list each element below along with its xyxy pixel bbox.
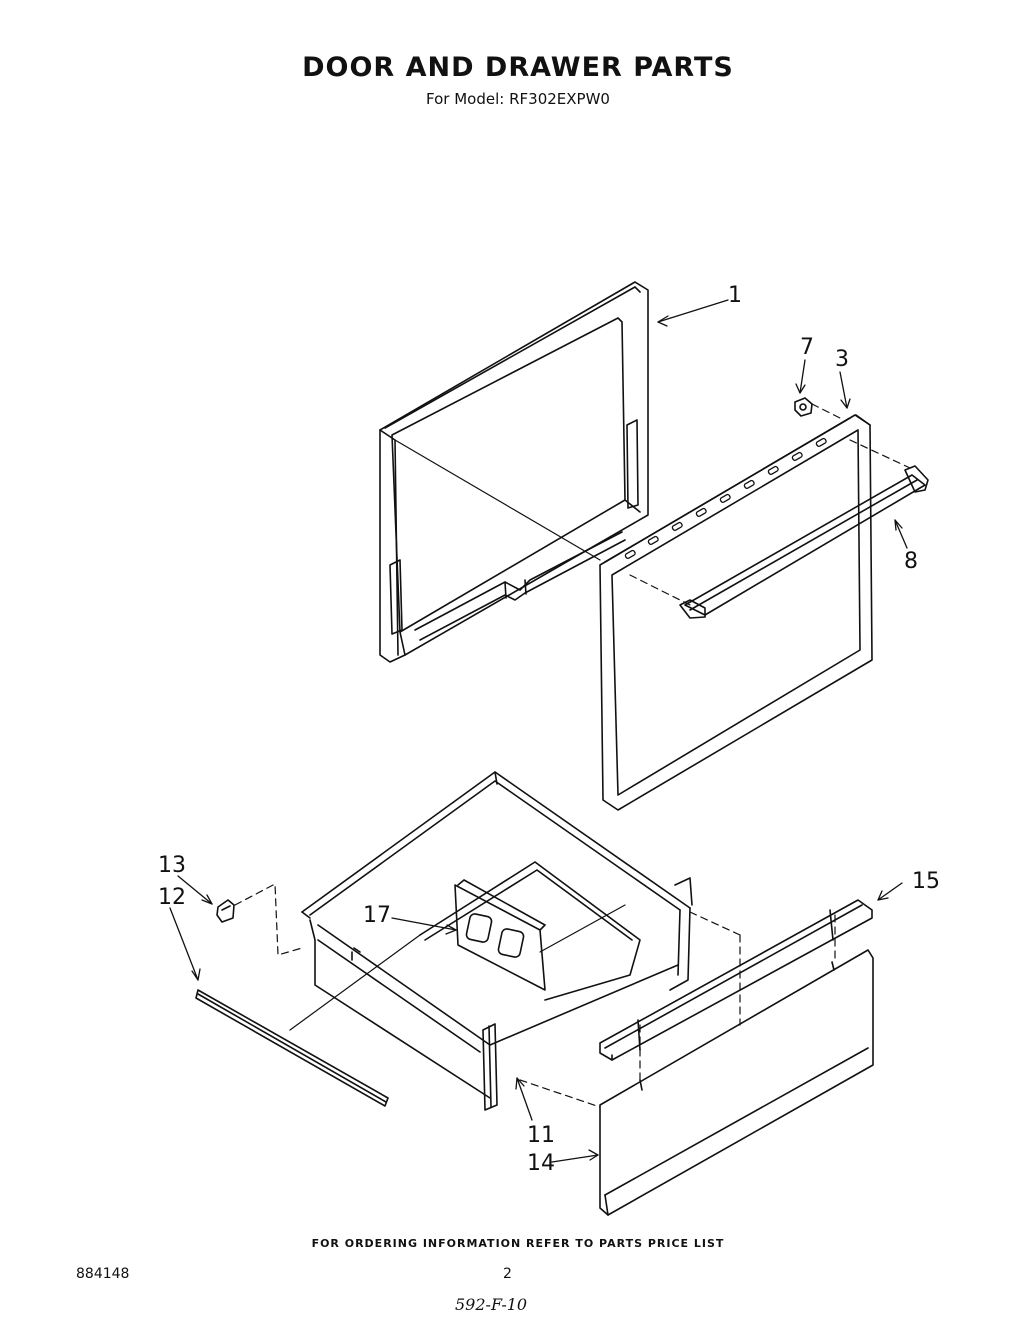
document-number: 884148 — [76, 1266, 130, 1282]
callout-13: 13 — [158, 853, 186, 878]
handwritten-code: 592-F-10 — [455, 1295, 528, 1314]
drawer-glide-rail — [195, 989, 389, 1107]
outer-door-panel — [599, 414, 873, 811]
assembly-dash-lines — [234, 403, 911, 1108]
drawer-front-panel — [599, 949, 874, 1216]
drawer-body — [301, 771, 693, 1111]
ordering-info-note: FOR ORDERING INFORMATION REFER TO PARTS … — [311, 1237, 725, 1250]
callout-11: 11 — [527, 1123, 555, 1148]
callout-3: 3 — [835, 347, 849, 372]
callout-7: 7 — [800, 335, 814, 360]
callout-1: 1 — [728, 283, 742, 308]
door-vent-slots — [624, 437, 827, 560]
door-screw — [794, 397, 813, 417]
page-title: DOOR AND DRAWER PARTS — [302, 52, 734, 83]
callout-15: 15 — [912, 869, 940, 894]
connector-lines — [289, 439, 626, 1031]
leader-arrows — [169, 299, 908, 1163]
door-handle — [679, 465, 929, 619]
model-subtitle: For Model: RF302EXPW0 — [426, 90, 610, 108]
page-number: 2 — [503, 1266, 512, 1282]
callout-8: 8 — [904, 549, 918, 574]
callout-14: 14 — [527, 1151, 555, 1176]
drawer-front-trim — [599, 899, 873, 1061]
callout-12: 12 — [158, 885, 186, 910]
drawer-clip — [216, 899, 235, 923]
callout-17: 17 — [363, 903, 391, 928]
inner-door-frame — [379, 281, 649, 663]
drawer-back-panel — [454, 879, 546, 991]
